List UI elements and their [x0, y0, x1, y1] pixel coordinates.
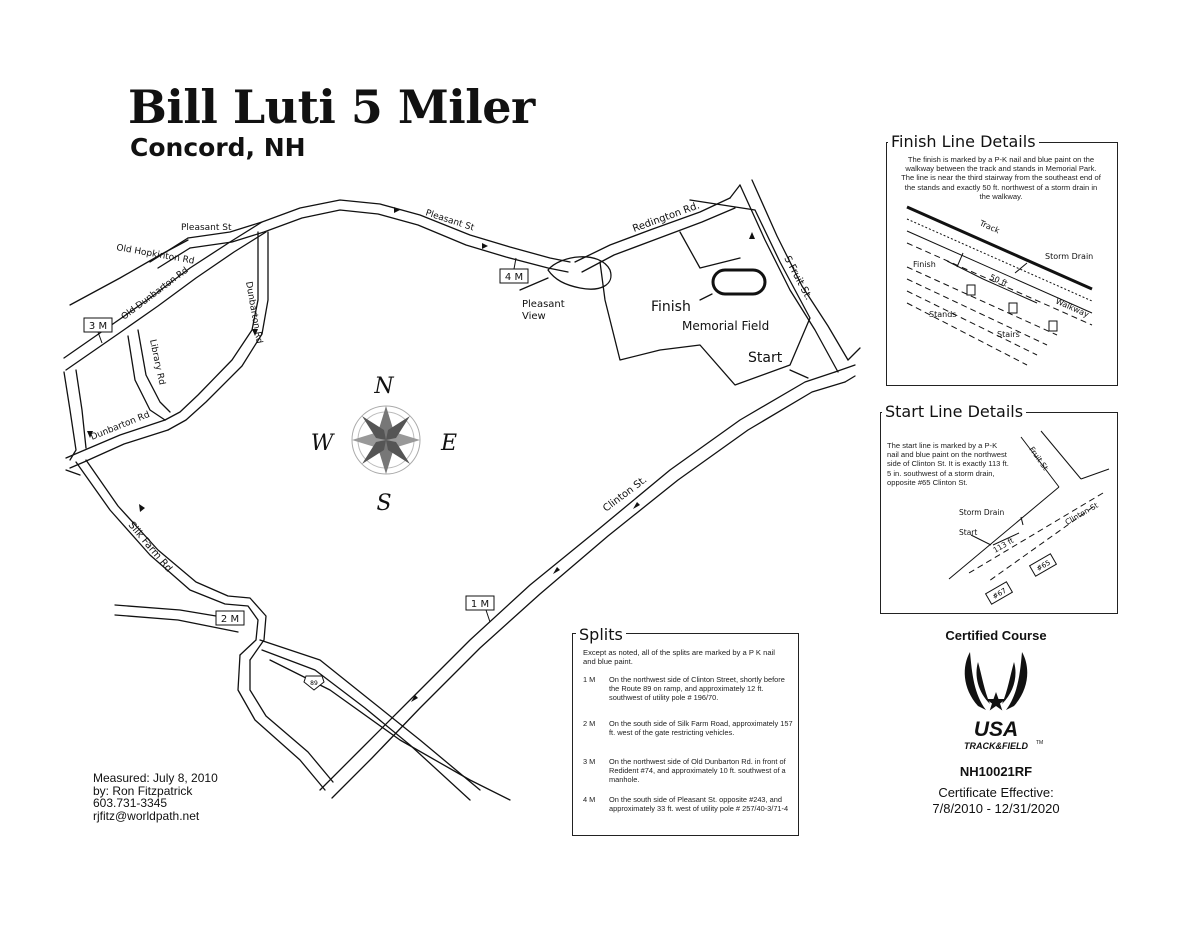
- split-1-mile: 1 M: [583, 675, 596, 684]
- split-4-text: On the south side of Pleasant St. opposi…: [609, 795, 789, 813]
- finish-details-text: The finish is marked by a P-K nail and b…: [901, 155, 1101, 201]
- finish-details-title: Finish Line Details: [888, 132, 1039, 151]
- split-2-mile: 2 M: [583, 719, 596, 728]
- compass-rose-icon: N S E W: [311, 374, 457, 516]
- start-label-storm-drain: Storm Drain: [959, 508, 1004, 517]
- compass-s: S: [376, 491, 391, 516]
- mile-marker-4-label: 4 M: [505, 272, 523, 283]
- direction-arrow: [252, 329, 258, 336]
- road-dunbarton: [164, 231, 259, 421]
- compass-n: N: [373, 374, 394, 399]
- start-details-text: The start line is marked by a P-K nail a…: [887, 441, 1009, 487]
- mile-marker-4: 4 M: [499, 257, 529, 284]
- direction-arrow: [482, 243, 488, 249]
- usatf-logo-tm: TM: [1036, 740, 1044, 746]
- usatf-logo-main: USA: [973, 718, 1019, 741]
- label-old-dunbarton-rd: Old Dunbarton Rd: [120, 266, 191, 323]
- start-label-start: Start: [959, 528, 977, 537]
- direction-arrow: [553, 567, 560, 574]
- split-3-mile: 3 M: [583, 757, 596, 766]
- finish-details-box: The finish is marked by a P-K nail and b…: [886, 142, 1118, 386]
- label-finish: Finish: [651, 299, 691, 315]
- label-old-hopkinton-rd: Old Hopkinton Rd: [115, 243, 195, 267]
- label-start: Start: [748, 350, 783, 366]
- direction-arrow: [394, 207, 400, 213]
- finish-label-track: Track: [977, 218, 1001, 235]
- road-library: [127, 335, 166, 421]
- house-67: #67: [984, 581, 1014, 605]
- measured-phone: 603.731-3345: [93, 796, 168, 810]
- finish-diagram: Track Storm Drain Finish 50 ft Walkway S…: [906, 205, 1093, 366]
- usatf-logo-sub: TRACK&FIELD: [964, 741, 1028, 751]
- direction-arrow: [633, 502, 640, 509]
- label-redington-rd: Redington Rd.: [631, 200, 701, 234]
- interstate-shield-icon: 89: [303, 675, 325, 691]
- label-memorial-field: Memorial Field: [682, 319, 769, 333]
- splits-box: Except as noted, all of the splits are m…: [572, 633, 799, 836]
- usatf-logo: [964, 652, 1028, 711]
- house-65: #65: [1028, 553, 1058, 577]
- start-label-fruit: Fruit St: [1027, 445, 1050, 472]
- measured-email: rjfitz@worldpath.net: [93, 808, 200, 823]
- finish-label-stairs: Stairs: [997, 330, 1020, 339]
- label-dunbarton-rd-vertical: Dunbarton Rd: [243, 281, 264, 345]
- label-pleasant-st-west: Pleasant St: [181, 223, 232, 233]
- start-details-title: Start Line Details: [882, 402, 1027, 421]
- star-icon: [986, 692, 1006, 711]
- mile-marker-2-label: 2 M: [221, 614, 239, 625]
- split-1-text: On the northwest side of Clinton Street,…: [609, 675, 785, 702]
- measured-date: Measured: July 8, 2010: [93, 771, 218, 785]
- road-pleasant-st: [187, 199, 571, 263]
- road-clinton-st: [319, 371, 836, 791]
- page-subtitle: Concord, NH: [130, 133, 306, 162]
- label-pleasant-view-line2: View: [522, 311, 546, 322]
- measured-by: by: Ron Fitzpatrick: [93, 783, 193, 798]
- label-silk-farm-rd: Silk Farm Rd: [126, 520, 174, 575]
- mile-markers: 1 M 2 M 3 M 4 M: [83, 257, 529, 626]
- finish-label-finish: Finish: [913, 260, 936, 269]
- mile-marker-3: 3 M: [83, 317, 113, 344]
- direction-arrow: [87, 431, 93, 438]
- road-silk-farm: [75, 461, 259, 656]
- split-3-text: On the northwest side of Old Dunbarton R…: [609, 757, 786, 784]
- direction-arrow: [749, 232, 755, 239]
- label-pleasant-st-east: Pleasant St: [424, 208, 476, 233]
- compass-w: W: [311, 431, 336, 456]
- certificate-effective-dates: 7/8/2010 - 12/31/2020: [932, 801, 1060, 816]
- label-library-rd: Library Rd: [147, 339, 166, 386]
- splits-intro: Except as noted, all of the splits are m…: [583, 648, 775, 667]
- start-details-box: The start line is marked by a P-K nail a…: [880, 412, 1118, 614]
- mile-marker-3-label: 3 M: [89, 321, 107, 332]
- road-redington: [574, 197, 731, 263]
- start-diagram: Fruit St Storm Drain Start 113 ft Clinto…: [948, 430, 1110, 605]
- mile-marker-1-label: 1 M: [471, 599, 489, 610]
- direction-arrow: [139, 504, 145, 512]
- finish-label-storm-drain: Storm Drain: [1045, 252, 1093, 261]
- measured-info: Measured: July 8, 2010 by: Ron Fitzpatri…: [93, 772, 218, 822]
- label-pleasant-view-line1: Pleasant: [522, 299, 565, 310]
- road-s-fruit: [739, 184, 839, 373]
- splits-title: Splits: [576, 625, 626, 644]
- route-shield-label: 89: [310, 680, 318, 687]
- certificate-code: NH10021RF: [959, 764, 1033, 779]
- certified-course-heading: Certified Course: [945, 628, 1047, 643]
- direction-arrow: [411, 695, 418, 702]
- compass-e: E: [440, 431, 457, 456]
- start-label-distance: 113 ft: [992, 536, 1016, 555]
- page-title: Bill Luti 5 Miler: [128, 80, 535, 134]
- mile-marker-2: 2 M: [215, 610, 245, 626]
- split-2-text: On the south side of Silk Farm Road, app…: [609, 719, 793, 737]
- finish-label-stands: Stands: [929, 310, 956, 319]
- certificate-effective-label: Certificate Effective:: [938, 785, 1054, 800]
- split-4-mile: 4 M: [583, 795, 596, 804]
- start-label-clinton: Clinton St: [1064, 501, 1100, 527]
- mile-marker-1: 1 M: [465, 595, 495, 623]
